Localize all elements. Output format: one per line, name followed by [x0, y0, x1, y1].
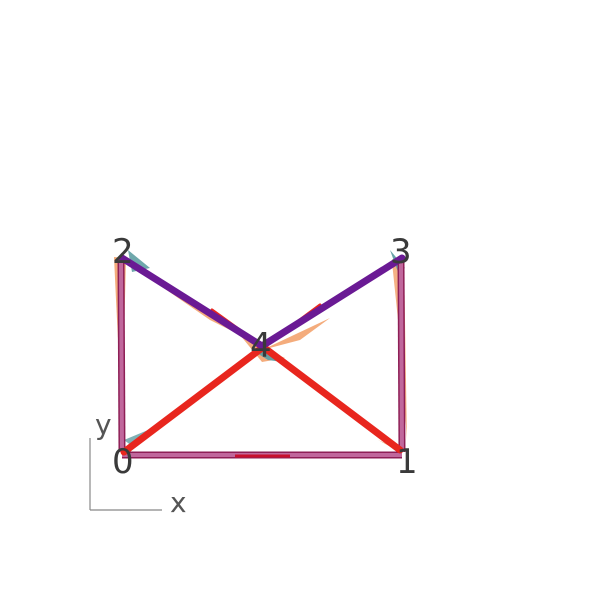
brace-0-4 — [120, 344, 266, 456]
axis-triad: x y — [89, 408, 187, 519]
member-0-2-inner — [119, 261, 124, 453]
member-1-3-inner — [399, 261, 404, 453]
y-axis-label: y — [95, 408, 112, 441]
fill-upper-right-orange — [262, 318, 330, 350]
node-label-1: 1 — [396, 442, 418, 482]
node-label-3: 3 — [390, 232, 412, 272]
brace-1-4 — [258, 342, 404, 454]
node-label-0: 0 — [112, 442, 134, 482]
node-labels: 0 1 2 3 4 — [112, 232, 418, 482]
brace-3-4 — [258, 254, 406, 350]
brace-members — [118, 254, 406, 456]
fill-bottom-left-teal — [124, 430, 148, 446]
x-axis-label: x — [170, 486, 187, 519]
frame-members — [117, 261, 406, 459]
node-label-4: 4 — [250, 326, 272, 366]
node-label-2: 2 — [112, 232, 134, 272]
brace-2-4 — [118, 254, 266, 350]
